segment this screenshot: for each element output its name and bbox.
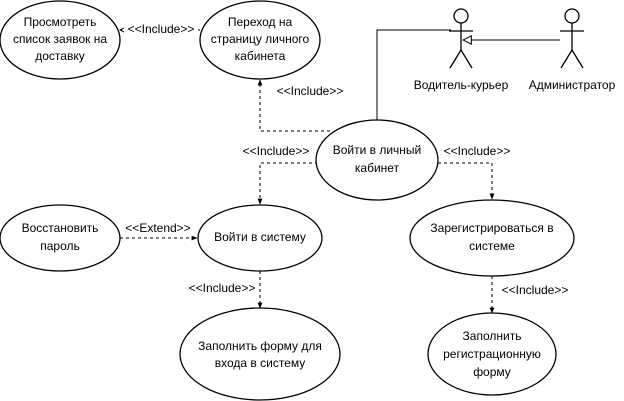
svg-text:список заявок на: список заявок на	[13, 32, 107, 46]
use-case-go-to-cabinet[interactable]: Переход на страницу личного кабинета	[199, 0, 321, 80]
include-edge-cabinet	[257, 79, 330, 132]
svg-text:Заполнить форму для: Заполнить форму для	[198, 339, 322, 353]
use-case-restore-password[interactable]: Восстановить пароль	[0, 204, 121, 272]
svg-text:регистрационную: регистрационную	[443, 347, 541, 361]
svg-text:Зарегистрироваться в: Зарегистрироваться в	[430, 221, 553, 235]
svg-text:Переход на: Переход на	[228, 15, 293, 29]
extend-label-restore: <<Extend>>	[125, 221, 190, 235]
svg-text:пароль: пароль	[40, 239, 80, 253]
association-courier-login	[376, 29, 451, 121]
svg-text:кабинета: кабинета	[235, 49, 286, 63]
stick-figure-icon	[560, 8, 584, 69]
actor-admin[interactable]: Администратор	[529, 8, 616, 92]
include-label-view-requests: <<Include>>	[128, 22, 195, 36]
use-case-register[interactable]: Зарегистрироваться в системе	[409, 199, 575, 277]
use-case-fill-login-form[interactable]: Заполнить форму для входа в систему	[179, 307, 341, 401]
svg-text:системе: системе	[469, 239, 515, 253]
use-case-view-requests[interactable]: Просмотреть список заявок на доставку	[0, 0, 121, 80]
svg-text:форму: форму	[473, 365, 511, 379]
use-case-fill-reg-form[interactable]: Заполнить регистрационную форму	[427, 312, 557, 396]
svg-text:Восстановить: Восстановить	[22, 221, 99, 235]
use-case-login-system[interactable]: Войти в систему	[197, 204, 323, 272]
svg-text:страницу личного: страницу личного	[211, 32, 310, 46]
svg-text:Войти в систему: Войти в систему	[214, 230, 306, 244]
include-label-cabinet: <<Include>>	[277, 84, 344, 98]
svg-text:Просмотреть: Просмотреть	[24, 15, 97, 29]
actor-courier-label: Водитель-курьер	[414, 78, 509, 92]
svg-text:Заполнить: Заполнить	[463, 329, 522, 343]
include-label-reg-form: <<Include>>	[502, 283, 569, 297]
include-label-login-form: <<Include>>	[189, 281, 256, 295]
stick-figure-icon	[449, 8, 473, 69]
svg-text:входа в систему: входа в систему	[215, 356, 306, 370]
include-edge-register	[438, 162, 495, 200]
include-label-register: <<Include>>	[444, 144, 511, 158]
svg-text:доставку: доставку	[35, 49, 84, 63]
actor-courier[interactable]: Водитель-курьер	[414, 8, 509, 92]
include-label-login-system: <<Include>>	[243, 144, 310, 158]
svg-text:кабинет: кабинет	[355, 161, 400, 175]
include-edge-login-system	[257, 162, 318, 205]
use-case-login-cabinet[interactable]: Войти в личный кабинет	[315, 119, 439, 201]
svg-text:Войти в личный: Войти в личный	[333, 143, 422, 157]
actor-admin-label: Администратор	[529, 78, 616, 92]
